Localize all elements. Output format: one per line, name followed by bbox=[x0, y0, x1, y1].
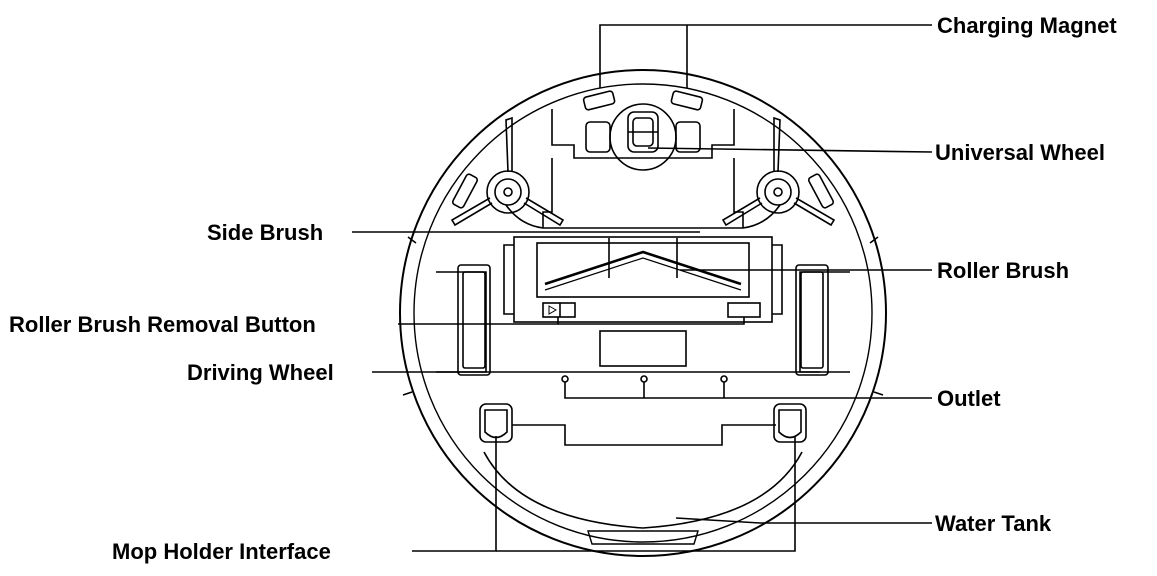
label-charging-magnet: Charging Magnet bbox=[937, 13, 1117, 38]
roller-brush-removal-buttons bbox=[542, 302, 761, 318]
label-roller-brush: Roller Brush bbox=[937, 258, 1069, 283]
label-universal-wheel: Universal Wheel bbox=[935, 140, 1105, 165]
label-side-brush: Side Brush bbox=[207, 220, 323, 245]
front-plate bbox=[505, 109, 781, 229]
leader-universal-wheel bbox=[647, 147, 933, 153]
label-water-tank: Water Tank bbox=[935, 511, 1052, 536]
side-brush-right bbox=[721, 116, 836, 227]
leader-charging-magnet bbox=[599, 24, 932, 88]
front-sensors bbox=[585, 121, 701, 153]
label-roller-brush-removal-button: Roller Brush Removal Button bbox=[9, 312, 316, 337]
leader-removal-button-2 bbox=[558, 317, 745, 325]
label-outlet: Outlet bbox=[937, 386, 1001, 411]
water-tank-outline bbox=[483, 424, 803, 529]
universal-wheel-caster bbox=[609, 103, 677, 171]
driving-wheel-left bbox=[436, 264, 491, 376]
driving-wheel-right bbox=[795, 264, 850, 376]
mop-holder-right bbox=[773, 403, 807, 443]
outlets bbox=[561, 375, 728, 383]
label-mop-holder-interface: Mop Holder Interface bbox=[112, 539, 331, 564]
leader-lines bbox=[352, 24, 933, 552]
robot-body bbox=[399, 69, 887, 557]
leader-mop-holder-2 bbox=[496, 436, 796, 552]
charging-magnet-pads bbox=[582, 90, 704, 111]
roller-brush-housing bbox=[503, 236, 783, 323]
side-brush-left bbox=[450, 116, 565, 227]
leader-water-tank bbox=[675, 517, 932, 524]
leader-outlet bbox=[564, 382, 932, 399]
leader-mop-holder bbox=[412, 436, 497, 552]
leader-removal-button bbox=[398, 317, 559, 325]
label-driving-wheel: Driving Wheel bbox=[187, 360, 334, 385]
center-panel bbox=[599, 330, 687, 367]
